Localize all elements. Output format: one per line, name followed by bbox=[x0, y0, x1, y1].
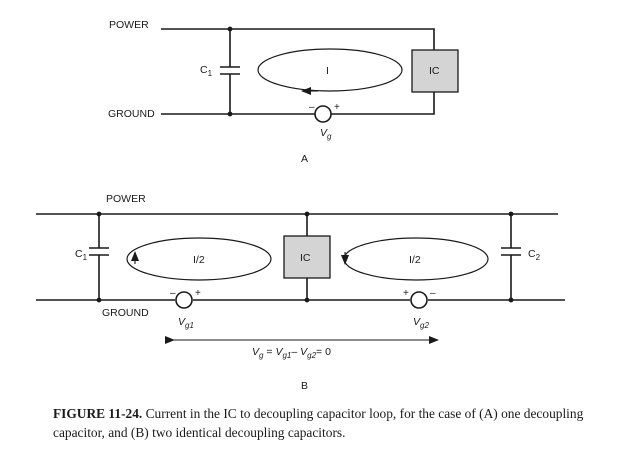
cap-left-label-b: C1 bbox=[75, 248, 88, 262]
ground-label-a: GROUND bbox=[108, 108, 155, 120]
figure-number: FIGURE 11-24. bbox=[53, 406, 143, 421]
source-left-label-b: Vg1 bbox=[178, 316, 194, 330]
panel-label-b: B bbox=[301, 380, 308, 392]
panel-label-a: A bbox=[301, 153, 308, 165]
voltage-source-left-b bbox=[175, 291, 193, 309]
source-right-label-b: Vg2 bbox=[413, 316, 429, 330]
voltage-equation: Vg = Vg1– Vg2= 0 bbox=[252, 346, 331, 360]
capacitor-c1-b bbox=[89, 211, 109, 303]
voltage-source-right-b bbox=[410, 291, 428, 309]
ground-rail-a-right bbox=[331, 92, 435, 115]
voltage-source-a bbox=[314, 105, 332, 123]
figure-caption: FIGURE 11-24. Current in the IC to decou… bbox=[53, 404, 618, 442]
ground-label-b: GROUND bbox=[102, 307, 149, 319]
source-minus-a: – bbox=[309, 102, 315, 113]
ic-label-a: IC bbox=[429, 65, 440, 77]
ic-label-b: IC bbox=[300, 252, 311, 264]
power-rail-a bbox=[161, 28, 435, 50]
current-label-left-b: I/2 bbox=[193, 254, 205, 266]
ic-box-a bbox=[411, 49, 459, 93]
panel-b: POWER GROUND C1 C2 bbox=[36, 193, 565, 392]
capacitor-c1-a bbox=[220, 26, 240, 117]
source-plus-a: + bbox=[334, 102, 340, 113]
ic-box-b bbox=[283, 235, 331, 279]
cap-right-label-b: C2 bbox=[528, 248, 541, 262]
source-left-plus-b: + bbox=[195, 288, 201, 299]
current-loop-a bbox=[257, 48, 403, 92]
current-loop-left-b bbox=[126, 237, 272, 281]
current-label-a: I bbox=[326, 65, 329, 77]
caption-text: Current in the IC to decoupling capacito… bbox=[53, 406, 584, 440]
source-label-a: Vg bbox=[320, 127, 332, 141]
current-label-right-b: I/2 bbox=[409, 254, 421, 266]
capacitor-c2-b bbox=[501, 211, 521, 303]
source-left-minus-b: – bbox=[170, 288, 176, 299]
source-right-minus-b: – bbox=[430, 288, 436, 299]
power-label-a: POWER bbox=[109, 19, 149, 31]
cap-label-a: C1 bbox=[200, 64, 213, 78]
source-right-plus-b: + bbox=[403, 288, 409, 299]
panel-a: POWER GROUND C1 I IC – + Vg A bbox=[108, 19, 459, 165]
power-label-b: POWER bbox=[106, 193, 146, 205]
